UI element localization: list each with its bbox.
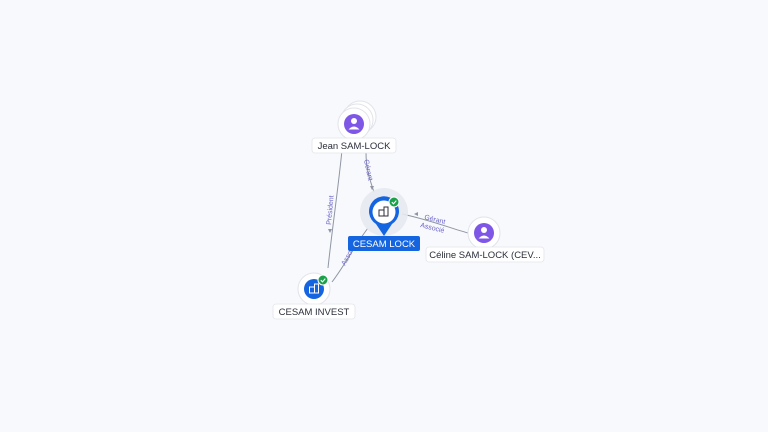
node-label: CESAM LOCK xyxy=(353,239,416,250)
edge-label-gerant: Gérant xyxy=(424,214,447,226)
edge-celine-cesam-lock xyxy=(401,213,469,234)
edge-arrow-icon xyxy=(370,186,374,190)
node-jean-sam-lock[interactable]: Jean SAM-LOCK xyxy=(311,100,397,154)
node-cesam-lock[interactable]: CESAM LOCK xyxy=(348,188,420,251)
building-icon xyxy=(304,279,324,299)
verified-check-icon xyxy=(317,274,329,286)
person-icon xyxy=(474,223,494,243)
node-label: Céline SAM-LOCK (CEV... xyxy=(429,250,541,261)
person-icon xyxy=(344,114,364,134)
node-label: CESAM INVEST xyxy=(279,307,350,318)
node-label-box xyxy=(272,303,356,320)
edge-arrow-icon xyxy=(328,229,332,233)
node-cesam-invest[interactable]: CESAM INVEST xyxy=(272,272,356,320)
node-label-box xyxy=(425,246,545,263)
edge-label-president: Président xyxy=(326,195,336,225)
edge-jean-cesam-lock xyxy=(365,151,375,193)
edge-label-gerant: Gérant xyxy=(362,159,373,181)
edge-invest-cesam-lock xyxy=(331,227,369,283)
edge-jean-cesam-invest xyxy=(327,149,343,269)
node-celine-sam-lock[interactable]: Céline SAM-LOCK (CEV... xyxy=(425,216,545,263)
verified-check-icon xyxy=(388,196,400,208)
node-label: Jean SAM-LOCK xyxy=(318,141,392,152)
node-label-box xyxy=(311,137,397,154)
building-icon xyxy=(378,206,389,217)
node-label-box xyxy=(348,236,420,251)
edge-arrow-icon xyxy=(414,212,418,216)
